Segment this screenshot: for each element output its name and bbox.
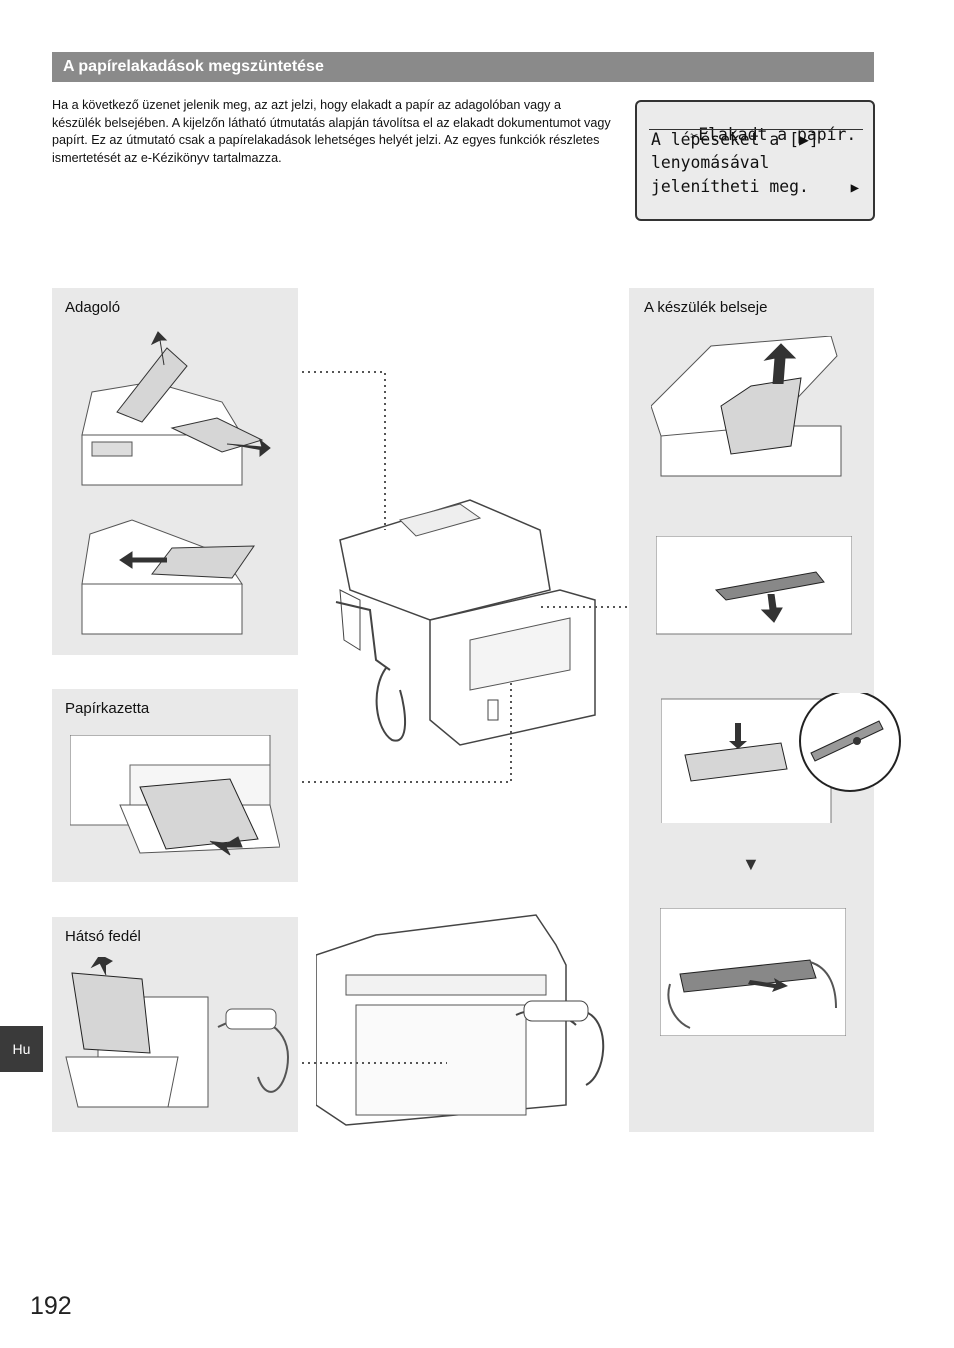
panel-feeder-label: Adagoló: [65, 299, 121, 316]
lcd-display: ✂Elakadt a papír. A lépéseket a [▶] leny…: [635, 100, 875, 221]
inside-jam-illustration-4: [660, 908, 846, 1036]
lcd-line-2: A lépéseket a [▶]: [651, 130, 819, 149]
machine-front-illustration: [335, 499, 596, 746]
panel-inside-label: A készülék belseje: [644, 299, 768, 316]
feeder-jam-illustration-1: [81, 331, 271, 486]
inside-jam-illustration-3: [661, 693, 901, 823]
page-number: 192: [30, 1292, 72, 1320]
connector-feeder: [302, 371, 386, 530]
connector-cassette: [302, 682, 512, 783]
panel-rear-cover-label: Hátsó fedél: [65, 928, 141, 945]
section-title: A papírelakadások megszüntetése: [63, 58, 324, 75]
paper-jam-icon: ✂: [690, 129, 699, 144]
panel-cassette: Papírkazetta: [52, 689, 298, 882]
intro-paragraph: Ha a következő üzenet jelenik meg, az az…: [52, 98, 611, 165]
machine-rear-illustration: [316, 914, 605, 1126]
panel-rear-cover: Hátsó fedél: [52, 917, 298, 1132]
inside-jam-illustration-1: [651, 336, 842, 477]
panel-feeder: Adagoló: [52, 288, 298, 655]
lcd-line-4: jelenítheti meg.: [651, 177, 809, 196]
language-tab: Hu: [0, 1026, 43, 1072]
lcd-separator: [649, 129, 863, 130]
panel-cassette-label: Papírkazetta: [65, 700, 150, 717]
panel-inside: A készülék belseje ▼: [629, 288, 901, 1132]
section-title-bar: A papírelakadások megszüntetése: [52, 52, 874, 82]
cassette-jam-illustration: [70, 735, 280, 856]
step-down-arrow-icon: ▼: [742, 854, 760, 874]
feeder-jam-illustration-2: [81, 519, 255, 635]
rear-cover-jam-illustration: [65, 957, 290, 1108]
lcd-line-3: lenyomásával: [651, 153, 770, 172]
lcd-more-arrow-icon: ▶: [850, 180, 859, 196]
inside-jam-illustration-2: [656, 536, 852, 635]
